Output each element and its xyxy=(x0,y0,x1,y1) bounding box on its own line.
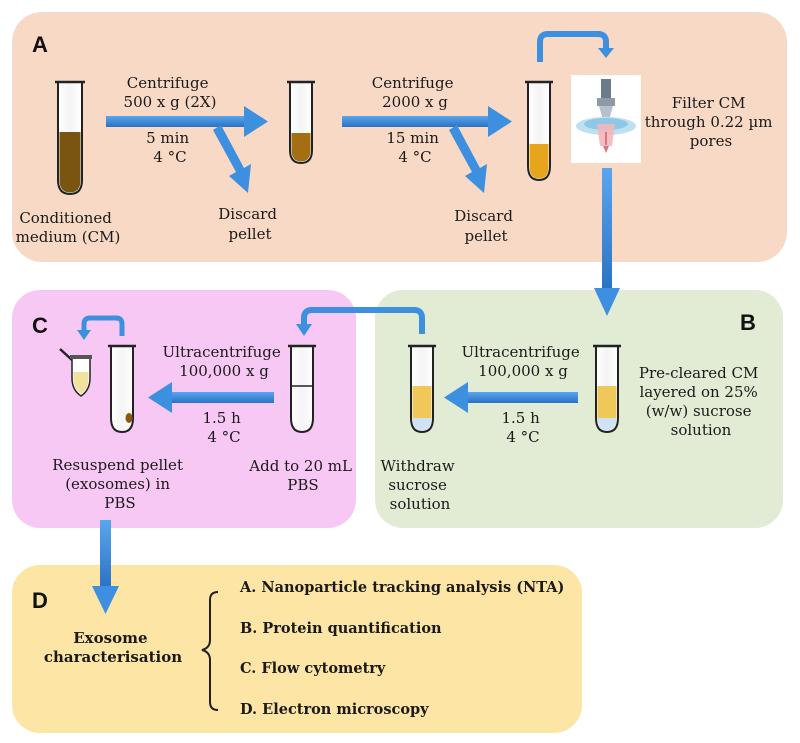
spin1-bottom-label: 5 min 4 °C xyxy=(146,129,194,166)
b-spin-bottom-label: 1.5 h 4 °C xyxy=(501,409,544,446)
panel-c xyxy=(12,290,356,528)
panel-a-background xyxy=(12,12,787,262)
add-pbs-label: Add to 20 mL PBS xyxy=(248,457,356,494)
arrow-spin1 xyxy=(106,106,268,137)
characterisation-title: Exosome characterisation xyxy=(44,629,182,666)
filter-label: Filter CM through 0.22 µm pores xyxy=(645,94,778,150)
syringe-filter-icon xyxy=(571,75,641,163)
panel-b xyxy=(375,290,783,528)
tube-after-spin1 xyxy=(287,80,315,165)
arrow-b-spin xyxy=(444,382,578,413)
panel-a: A Conditioned medium (CM) Centrifuge 500… xyxy=(12,12,787,262)
resuspend-label: Resuspend pellet (exosomes) in PBS xyxy=(52,456,188,512)
arrow-c-spin xyxy=(148,382,274,413)
eppendorf-tube-icon xyxy=(59,348,92,397)
discard2-label: Discard pellet xyxy=(454,207,517,245)
arrow-spin2 xyxy=(342,106,512,137)
spin2-bottom-label: 15 min 4 °C xyxy=(386,129,443,166)
characterisation-item: C. Flow cytometry xyxy=(240,660,386,677)
arrow-b-to-c xyxy=(296,307,425,336)
curly-brace xyxy=(201,591,219,711)
panel-d-background xyxy=(12,565,582,733)
tube-add-pbs xyxy=(288,344,316,434)
cm-label: Conditioned medium (CM) xyxy=(16,209,121,246)
b-spin-top-label: Ultracentrifuge 100,000 x g xyxy=(462,343,585,380)
characterisation-item: B. Protein quantification xyxy=(240,620,442,637)
characterisation-item: A. Nanoparticle tracking analysis (NTA) xyxy=(239,579,564,596)
panel-c-background xyxy=(12,290,356,528)
tube-precleared xyxy=(593,344,621,434)
spin1-top-label: Centrifuge 500 x g (2X) xyxy=(124,74,217,111)
arrow-filter-to-b xyxy=(594,168,620,316)
tube-conditioned-medium xyxy=(55,80,85,196)
discard1-label: Discard pellet xyxy=(218,205,281,243)
panel-d-contents: D Exosome characterisation A. Nanopartic… xyxy=(32,579,564,718)
c-spin-top-label: Ultracentrifuge 100,000 x g xyxy=(163,343,286,380)
panel-b-letter: B xyxy=(740,310,756,335)
tube-after-spin2 xyxy=(525,80,553,182)
tube-withdraw xyxy=(408,344,436,434)
arrow-discard1 xyxy=(213,125,251,193)
c-spin-bottom-label: 1.5 h 4 °C xyxy=(202,409,245,446)
characterisation-item: D. Electron microscopy xyxy=(240,701,429,718)
arrow-to-filter xyxy=(537,31,614,62)
spin2-top-label: Centrifuge 2000 x g xyxy=(372,74,458,111)
panel-c-letter: C xyxy=(32,313,48,338)
arrow-c-to-d xyxy=(92,520,119,614)
arrow-to-eppendorf xyxy=(77,315,125,340)
withdraw-label: Withdraw sucrose solution xyxy=(381,457,460,513)
panel-d-letter: D xyxy=(32,588,48,613)
panel-b-contents: B Pre-cleared CM layered on 25% (w/w) su… xyxy=(381,310,763,513)
panel-c-contents: C Add to 20 mL PBS Ultracentrifuge 100,0… xyxy=(32,313,356,512)
tube-exosome-pellet xyxy=(108,344,136,434)
precleared-label: Pre-cleared CM layered on 25% (w/w) sucr… xyxy=(639,364,763,439)
arrow-discard2 xyxy=(449,125,487,193)
panel-a-letter: A xyxy=(32,32,48,57)
panel-b-background xyxy=(375,290,783,528)
panel-d xyxy=(12,565,582,733)
